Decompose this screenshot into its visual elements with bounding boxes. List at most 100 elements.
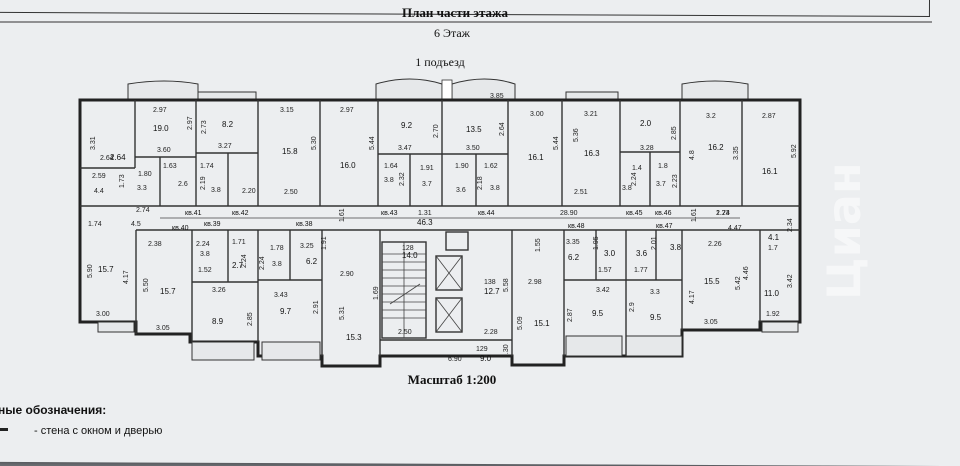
dimension-label: 4.46 — [743, 266, 750, 280]
apt-39[interactable]: кв.39 — [204, 221, 221, 228]
dimension-label: 5.44 — [369, 136, 376, 150]
dimension-label: 2.87 — [762, 113, 776, 120]
dimension-label: 3.26 — [212, 287, 226, 294]
dimension-label: 1.7 — [768, 245, 778, 252]
dimension-label: 2.18 — [477, 176, 484, 190]
dimension-label: 3.8 — [622, 185, 632, 192]
dimension-label: 3.6 — [456, 187, 466, 194]
dimension-label: 5.92 — [791, 144, 798, 158]
apt-45[interactable]: кв.45 — [626, 210, 643, 217]
apt-48[interactable]: кв.48 — [568, 223, 585, 230]
apt-42[interactable]: кв.42 — [232, 210, 249, 217]
dimension-label: 5.31 — [339, 306, 346, 320]
dimension-label: 3.05 — [156, 325, 170, 332]
balcony — [565, 335, 623, 357]
dimension-label: 1.78 — [270, 245, 284, 252]
apt-43[interactable]: кв.43 — [381, 210, 398, 217]
dimension-label: 2.70 — [433, 124, 440, 138]
dimension-label: 1.95 — [593, 236, 600, 250]
dimension-label: 19.0 — [153, 124, 169, 133]
dimension-label: 2.74 — [136, 207, 150, 214]
dimension-label: 2.24 — [196, 241, 210, 248]
floor-label: 6 Этаж — [434, 26, 471, 40]
dimension-label: 3.15 — [280, 107, 294, 114]
dimension-label: 129 — [476, 346, 488, 353]
dimension-label: 6.90 — [448, 356, 462, 363]
balcony — [97, 321, 135, 333]
dimension-label: 2.64 — [499, 122, 506, 136]
dimension-label: 15.7 — [160, 287, 176, 296]
dimension-label: 2.34 — [787, 218, 794, 232]
dimension-label: 2.38 — [148, 241, 162, 248]
dimension-label: 3.60 — [157, 147, 171, 154]
dimension-label: 5.09 — [517, 316, 524, 330]
dimension-label: 1.90 — [455, 163, 469, 170]
dimension-label: 2.50 — [398, 329, 412, 336]
dimension-label: 16.1 — [762, 167, 778, 176]
dimension-label: 5.36 — [573, 128, 580, 142]
dimension-label: 4.17 — [123, 270, 130, 284]
entrance-label: 1 подъезд — [415, 55, 465, 69]
dimension-label: 3.42 — [596, 287, 610, 294]
dimension-label: 2.01 — [651, 236, 658, 250]
dimension-label: 1.61 — [691, 208, 698, 222]
dimension-label: 2.91 — [313, 300, 320, 314]
dimension-label: 3.28 — [640, 145, 654, 152]
legend-item-wall: - стена с окном и дверью — [34, 425, 162, 437]
scale-label: Масштаб 1:200 — [408, 372, 497, 387]
dimension-label: 2.24 — [716, 210, 730, 217]
balcony — [261, 341, 321, 361]
dimension-label: 138 — [484, 279, 496, 286]
dimension-label: 5.30 — [311, 136, 318, 150]
dimension-label: 3.35 — [566, 239, 580, 246]
balcony — [681, 80, 749, 101]
dimension-label: 2.90 — [340, 271, 354, 278]
dimension-label: 3.85 — [490, 93, 504, 100]
dimension-label: 14.0 — [402, 251, 418, 260]
dimension-label: 2.98 — [528, 279, 542, 286]
dimension-label: 1.52 — [198, 267, 212, 274]
balcony — [127, 80, 199, 101]
apt-38[interactable]: кв.38 — [296, 221, 313, 228]
dimension-label: 2.64 — [100, 155, 114, 162]
dimension-label: 2.24 — [259, 256, 266, 270]
dimension-label: 2.23 — [672, 174, 679, 188]
dimension-label: 9.5 — [650, 313, 662, 322]
dimension-label: 2.32 — [399, 172, 406, 186]
dimension-label: 3.43 — [274, 292, 288, 299]
dimension-label: 2.85 — [671, 126, 678, 140]
dimension-label: 3.8 — [670, 243, 682, 252]
dimension-label: 2.51 — [574, 189, 588, 196]
apt-44[interactable]: кв.44 — [478, 210, 495, 217]
floor-plan: План части этажа 6 Этаж 1 подъезд Циан — [0, 5, 932, 437]
dimension-label: 1.71 — [232, 239, 246, 246]
apt-47[interactable]: кв.47 — [656, 223, 673, 230]
dimension-label: 3.05 — [704, 319, 718, 326]
elevator-1 — [435, 255, 463, 291]
legend-title: ные обозначения: — [0, 403, 106, 417]
dimension-label: 2.0 — [640, 119, 652, 128]
apt-40[interactable]: кв.40 — [172, 225, 189, 232]
apt-41[interactable]: кв.41 — [185, 210, 202, 217]
dimension-label: 15.8 — [282, 147, 298, 156]
dimension-label: 1.61 — [339, 208, 346, 222]
dimension-label: 2.59 — [92, 173, 106, 180]
dimension-label: 16.1 — [528, 153, 544, 162]
dimension-label: 6.2 — [568, 253, 580, 262]
apt-46[interactable]: кв.46 — [655, 210, 672, 217]
balcony — [451, 78, 516, 101]
dimension-label: 2.9 — [629, 302, 636, 312]
dimension-label: 1.30 — [503, 344, 510, 358]
dimension-label: 2.97 — [340, 107, 354, 114]
dimension-label: 128 — [402, 245, 414, 252]
dimension-label: 6.2 — [306, 257, 318, 266]
dimension-label: 3.7 — [422, 181, 432, 188]
dimension-label: 2.20 — [242, 188, 256, 195]
dimension-label: 8.9 — [212, 317, 224, 326]
watermark: Циан — [817, 162, 871, 300]
dimension-label: 4.17 — [689, 290, 696, 304]
balcony — [191, 341, 255, 361]
dimension-label: 5.44 — [553, 136, 560, 150]
dimension-label: 2.50 — [284, 189, 298, 196]
outer-wall — [78, 98, 802, 368]
